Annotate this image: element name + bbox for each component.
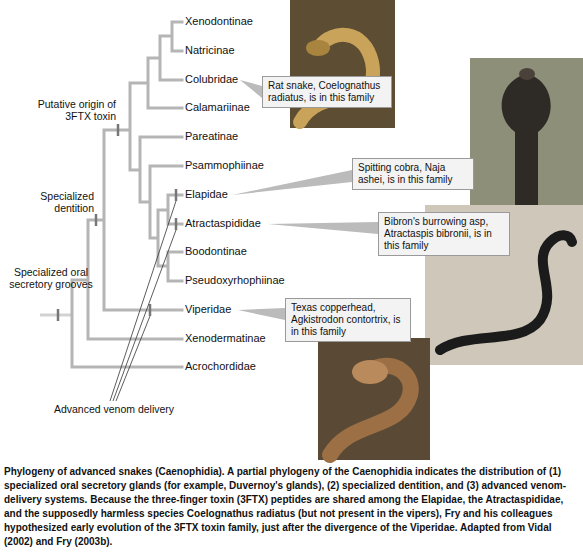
taxon-label: Colubridae — [185, 73, 238, 86]
callout-box: Texas copperhead, Agkistrodon contortrix… — [285, 298, 411, 342]
trait-label: Specialized dentition — [28, 190, 94, 214]
snake-head — [352, 360, 388, 384]
photo-copperhead — [318, 338, 430, 460]
photo-rat-snake — [290, 0, 395, 128]
taxon-label: Natricinae — [185, 44, 235, 57]
callout-box: Rat snake, Coelognathus radiatus, is in … — [262, 76, 392, 108]
photo-frame — [318, 338, 430, 460]
callout-text: Texas copperhead, Agkistrodon contortrix… — [291, 302, 405, 338]
callout-pointer — [240, 80, 262, 98]
tree-root — [40, 314, 72, 317]
taxon-label: Pseudoxyrhophiinae — [185, 274, 285, 287]
snake-head — [519, 68, 535, 80]
photo-frame — [290, 0, 395, 128]
taxon-label: Elapidae — [185, 188, 228, 201]
snake-head — [306, 40, 330, 56]
leader-lines — [110, 201, 176, 401]
taxon-label: Xenodontinae — [185, 15, 253, 28]
taxon-label: Acrochordidae — [185, 360, 256, 373]
callout-text: Bibron's burrowing asp, Atractaspis bibr… — [384, 216, 504, 252]
taxon-label: Calamariinae — [185, 101, 250, 114]
cobra-hood — [502, 74, 551, 206]
taxon-label: Atractaspididae — [185, 217, 261, 230]
callout-pointer — [268, 222, 378, 234]
callout-box: Bibron's burrowing asp, Atractaspis bibr… — [378, 212, 510, 256]
taxon-label: Psammophiinae — [185, 159, 264, 172]
trait-label: Specialized oral secretory grooves — [2, 266, 100, 290]
taxon-label: Boodontinae — [185, 245, 247, 258]
callout-text: Rat snake, Coelognathus radiatus, is in … — [268, 80, 386, 104]
photo-frame — [470, 58, 583, 206]
taxon-label: Xenodermatinae — [185, 332, 266, 345]
taxon-label: Viperidae — [185, 303, 231, 316]
figure-caption: Phylogeny of advanced snakes (Caenophidi… — [4, 465, 579, 549]
photo-cobra — [470, 58, 583, 206]
taxon-label: Pareatinae — [185, 130, 238, 143]
callout-box: Spitting cobra, Naja ashei, is in this f… — [352, 158, 474, 190]
trait-ticks — [58, 124, 176, 321]
trait-label: Putative origin of 3FTX toxin — [30, 98, 116, 122]
callout-pointer — [238, 308, 285, 320]
callout-text: Spitting cobra, Naja ashei, is in this f… — [358, 162, 468, 186]
callout-pointer — [232, 170, 352, 195]
trait-label: Advanced venom delivery — [44, 403, 184, 415]
